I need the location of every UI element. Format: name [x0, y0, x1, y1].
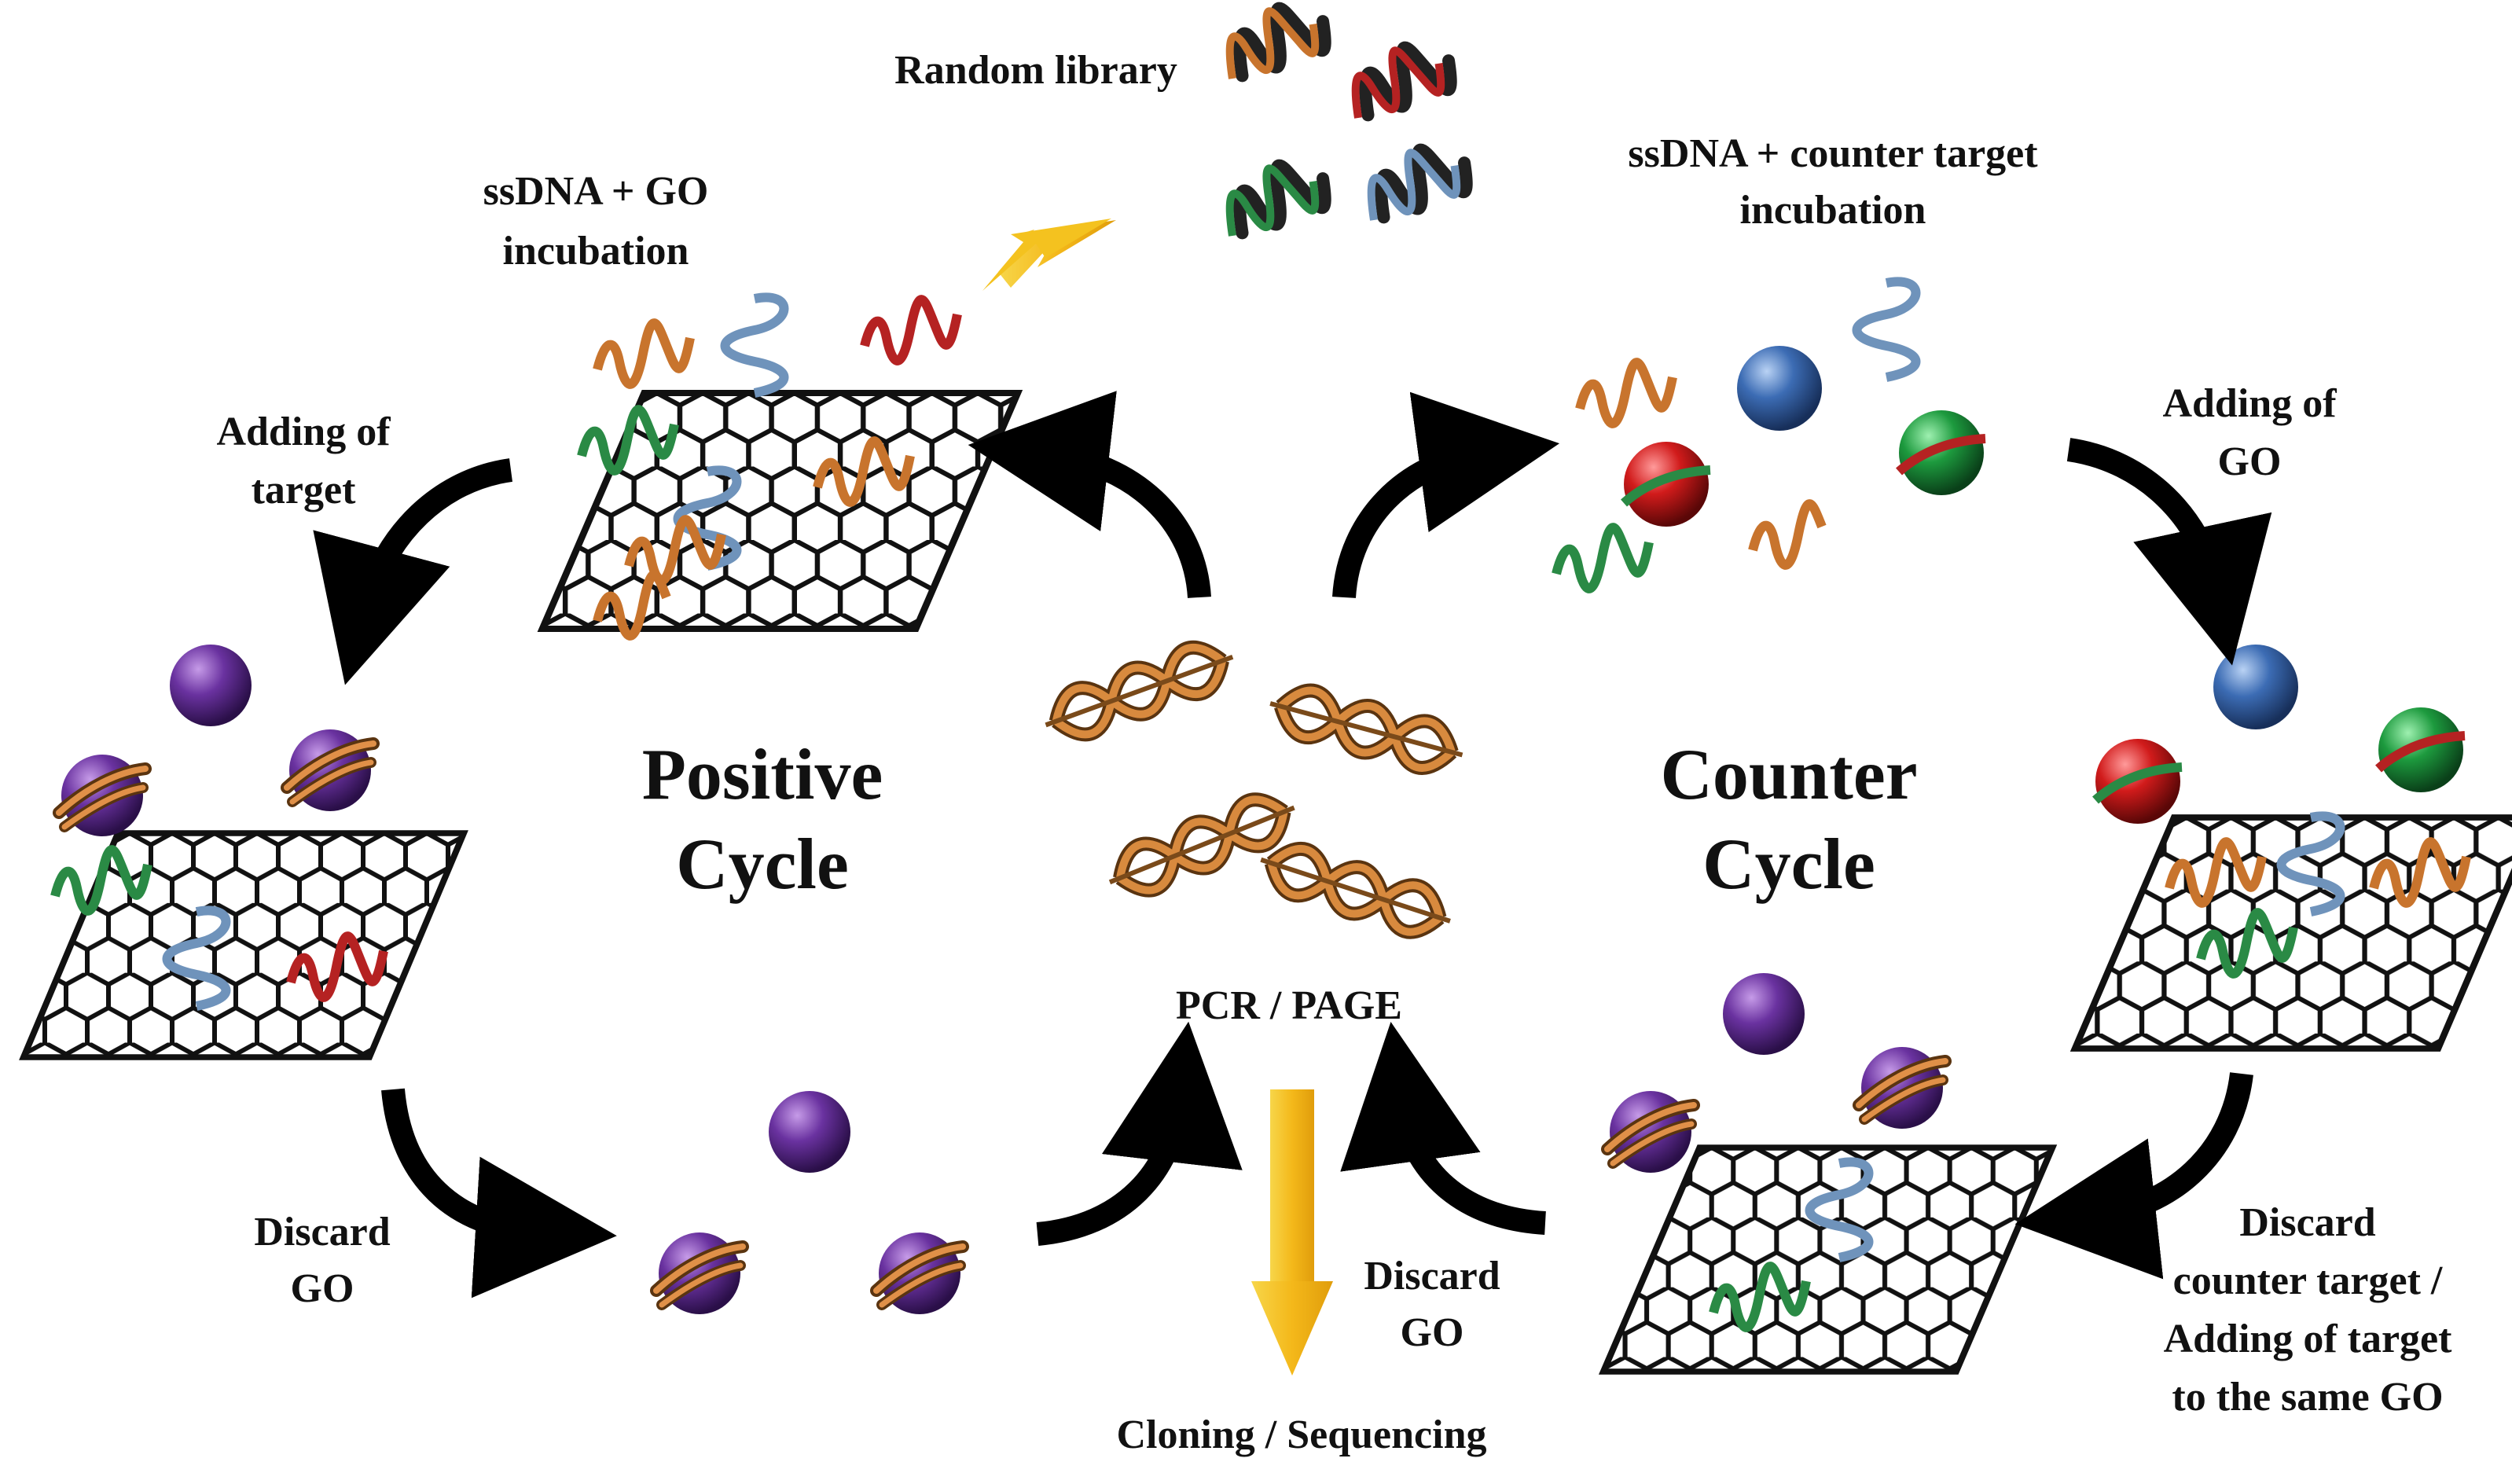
counter-incubation-group	[1552, 277, 1921, 593]
counter-target-blue-right	[2213, 645, 2298, 729]
target-bound-bottom-1	[656, 1232, 743, 1314]
label-adding-go-1: Adding of	[2162, 381, 2337, 426]
aptamer-on-red-right	[2092, 762, 2183, 804]
label-discard-counter-4: to the same GO	[2172, 1375, 2443, 1420]
counter-target-blue-top	[1737, 346, 1822, 431]
arrow-adding-go	[2066, 438, 2272, 666]
arrow-to-pcr-right	[1340, 1022, 1547, 1235]
go-sheet-right	[2075, 811, 2512, 1049]
target-bound-bottom-right-2	[1859, 1047, 1945, 1129]
go-sheet-left	[24, 833, 464, 1057]
label-discard-counter-2: counter target /	[2173, 1258, 2443, 1303]
label-discard-counter-3: Adding of target	[2164, 1317, 2453, 1361]
label-pcr-page: PCR / PAGE	[1176, 983, 1402, 1028]
aptamer-on-red-top	[1621, 465, 1711, 507]
label-discard-go-mid-1: Discard	[1364, 1254, 1500, 1298]
label-discard-counter-1: Discard	[2239, 1200, 2375, 1245]
library-strand-colors	[1225, 7, 1461, 237]
label-adding-target-2: target	[252, 468, 356, 512]
label-counter-cycle-2: Cycle	[1702, 824, 1875, 904]
arrow-to-pcr-left	[1036, 1021, 1243, 1246]
aptamer-on-green-top	[1896, 434, 1986, 476]
aptamer-on-green-right	[2375, 731, 2466, 773]
label-counter-cycle-1: Counter	[1660, 734, 1917, 814]
yellow-arrow-cloning	[1251, 1089, 1333, 1376]
pcr-dsdna-group	[1037, 635, 1468, 944]
label-cloning-sequencing: Cloning / Sequencing	[1116, 1412, 1486, 1457]
target-bound-bottom-right-1	[1607, 1091, 1694, 1173]
random-library-strands	[1225, 0, 1473, 237]
arrow-to-go-incubation	[968, 391, 1211, 599]
target-free-bottom-right	[1723, 973, 1805, 1055]
arrow-discard-go-left	[381, 1088, 617, 1298]
target-free-left	[170, 645, 252, 726]
label-random-library: Random library	[894, 48, 1177, 93]
label-discard-go-left-1: Discard	[254, 1210, 390, 1254]
target-bound-bottom-2	[876, 1232, 963, 1314]
label-ssdna-counter-2: incubation	[1740, 188, 1926, 233]
go-sheet-bottom-right	[1603, 1148, 2052, 1372]
go-sheet-incubation	[542, 292, 1018, 641]
target-free-bottom	[769, 1091, 850, 1173]
label-discard-go-mid-2: GO	[1401, 1310, 1464, 1355]
arrow-adding-target	[313, 458, 513, 685]
label-ssdna-go-2: incubation	[503, 229, 689, 274]
yellow-arrow-library	[982, 219, 1116, 291]
target-bound-left-1	[59, 755, 145, 836]
arrow-to-counter-incubation	[1332, 391, 1560, 599]
label-adding-target-1: Adding of	[216, 410, 391, 454]
counter-target-red-top	[1624, 442, 1709, 527]
counter-target-green-right	[2378, 707, 2463, 792]
arrow-discard-counter	[2014, 1072, 2253, 1280]
label-adding-go-2: GO	[2218, 439, 2282, 484]
label-positive-cycle-2: Cycle	[676, 824, 849, 904]
cycle-arrows	[313, 391, 2272, 1298]
counter-target-red-right	[2095, 739, 2180, 824]
label-positive-cycle-1: Positive	[642, 734, 883, 814]
target-bound-left-2	[287, 729, 373, 811]
label-ssdna-go-1: ssDNA + GO	[483, 169, 709, 214]
counter-target-green-top	[1899, 410, 1984, 495]
label-discard-go-left-2: GO	[291, 1266, 354, 1311]
label-ssdna-counter-1: ssDNA + counter target	[1628, 131, 2038, 176]
